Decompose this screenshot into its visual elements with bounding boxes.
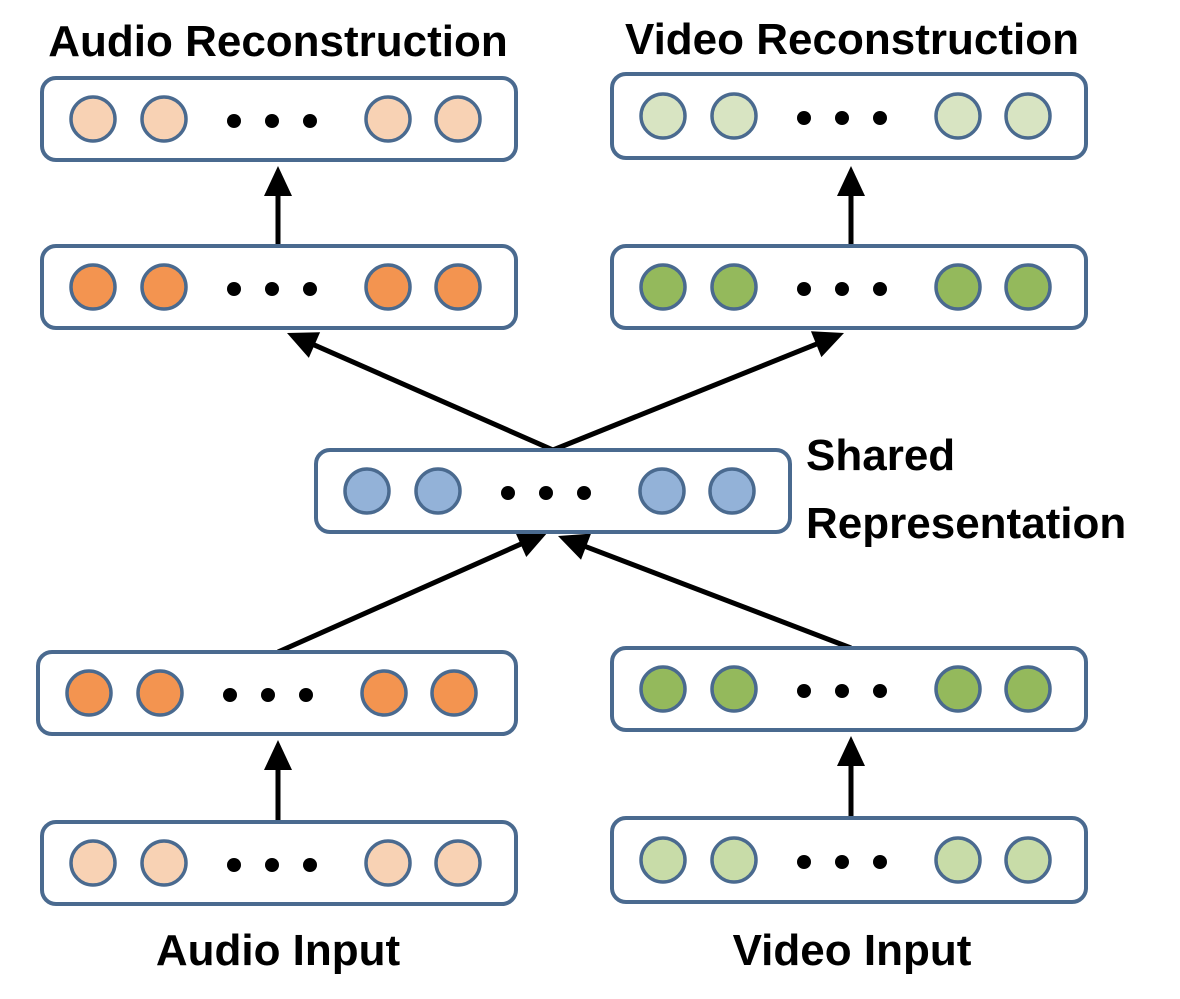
neuron-node	[710, 836, 758, 884]
ellipsis-dot	[299, 688, 313, 702]
neuron-node	[69, 263, 117, 311]
neuron-node	[430, 669, 478, 717]
ellipsis-dot	[223, 688, 237, 702]
audio-reconstruction-title: Audio Reconstruction	[48, 17, 508, 66]
neuron-node	[934, 836, 982, 884]
neuron-node	[364, 839, 412, 887]
ellipsis-dot	[797, 684, 811, 698]
neuron-node	[710, 92, 758, 140]
arrowhead	[837, 166, 865, 196]
ellipsis-dot	[261, 688, 275, 702]
neuron-node	[140, 839, 188, 887]
shared-representation-label-line2: Representation	[806, 499, 1126, 548]
neuron-node	[639, 836, 687, 884]
neuron-node	[638, 467, 686, 515]
arrowhead	[287, 332, 321, 358]
ellipsis-dot	[835, 111, 849, 125]
neuron-node	[639, 263, 687, 311]
neuron-node	[140, 95, 188, 143]
arrow-video-encoder-to-shared	[581, 542, 852, 651]
neuron-node	[934, 665, 982, 713]
neuron-node	[1004, 836, 1052, 884]
arrow-shared-to-video-decoder	[552, 340, 821, 453]
ellipsis-dot	[227, 858, 241, 872]
neuron-node	[69, 839, 117, 887]
arrow-audio-encoder-to-shared	[276, 540, 526, 655]
video-reconstruction-layer	[610, 72, 1088, 160]
arrowhead	[264, 166, 292, 196]
ellipsis-dot	[797, 855, 811, 869]
neuron-node	[65, 669, 113, 717]
arrowhead	[837, 736, 865, 766]
video-decoder-layer	[610, 244, 1088, 330]
ellipsis-dot	[303, 858, 317, 872]
neuron-node	[708, 467, 756, 515]
neuron-node	[364, 263, 412, 311]
arrow-shared-to-audio-decoder	[309, 341, 555, 453]
audio-decoder-layer	[40, 244, 518, 330]
neuron-node	[140, 263, 188, 311]
ellipsis-dot	[577, 486, 591, 500]
neuron-node	[639, 665, 687, 713]
audio-input-layer	[40, 820, 518, 906]
neuron-node	[343, 467, 391, 515]
neuron-node	[434, 95, 482, 143]
neuron-node	[434, 839, 482, 887]
shared-representation-label-line1: Shared	[806, 431, 955, 480]
arrowhead	[514, 531, 548, 557]
neuron-node	[1004, 665, 1052, 713]
ellipsis-dot	[835, 855, 849, 869]
neuron-node	[710, 665, 758, 713]
neuron-node	[434, 263, 482, 311]
ellipsis-dot	[873, 684, 887, 698]
ellipsis-dot	[873, 855, 887, 869]
audio-input-label: Audio Input	[156, 926, 401, 975]
ellipsis-dot	[539, 486, 553, 500]
neuron-node	[69, 95, 117, 143]
neuron-node	[364, 95, 412, 143]
ellipsis-dot	[835, 282, 849, 296]
video-input-layer	[610, 816, 1088, 904]
video-reconstruction-title: Video Reconstruction	[625, 15, 1079, 64]
layer-boxes	[36, 72, 1088, 906]
arrowhead	[810, 331, 844, 358]
arrowhead	[558, 533, 592, 560]
ellipsis-dot	[873, 282, 887, 296]
neuron-node	[934, 263, 982, 311]
shared-representation-layer	[314, 448, 792, 534]
ellipsis-dot	[303, 282, 317, 296]
connection-arrows	[264, 166, 865, 822]
audio-encoder-layer	[36, 650, 518, 736]
arrowhead	[264, 740, 292, 770]
ellipsis-dot	[501, 486, 515, 500]
video-input-label: Video Input	[733, 926, 972, 975]
ellipsis-dot	[227, 114, 241, 128]
neuron-node	[136, 669, 184, 717]
video-encoder-layer	[610, 646, 1088, 732]
ellipsis-dot	[797, 282, 811, 296]
ellipsis-dot	[265, 858, 279, 872]
neuron-node	[360, 669, 408, 717]
ellipsis-dot	[265, 282, 279, 296]
ellipsis-dot	[835, 684, 849, 698]
neuron-node	[639, 92, 687, 140]
neuron-node	[710, 263, 758, 311]
neuron-node	[1004, 92, 1052, 140]
neuron-node	[414, 467, 462, 515]
neuron-node	[1004, 263, 1052, 311]
ellipsis-dot	[303, 114, 317, 128]
audio-reconstruction-layer	[40, 76, 518, 162]
neuron-node	[934, 92, 982, 140]
ellipsis-dot	[873, 111, 887, 125]
ellipsis-dot	[227, 282, 241, 296]
ellipsis-dot	[265, 114, 279, 128]
ellipsis-dot	[797, 111, 811, 125]
